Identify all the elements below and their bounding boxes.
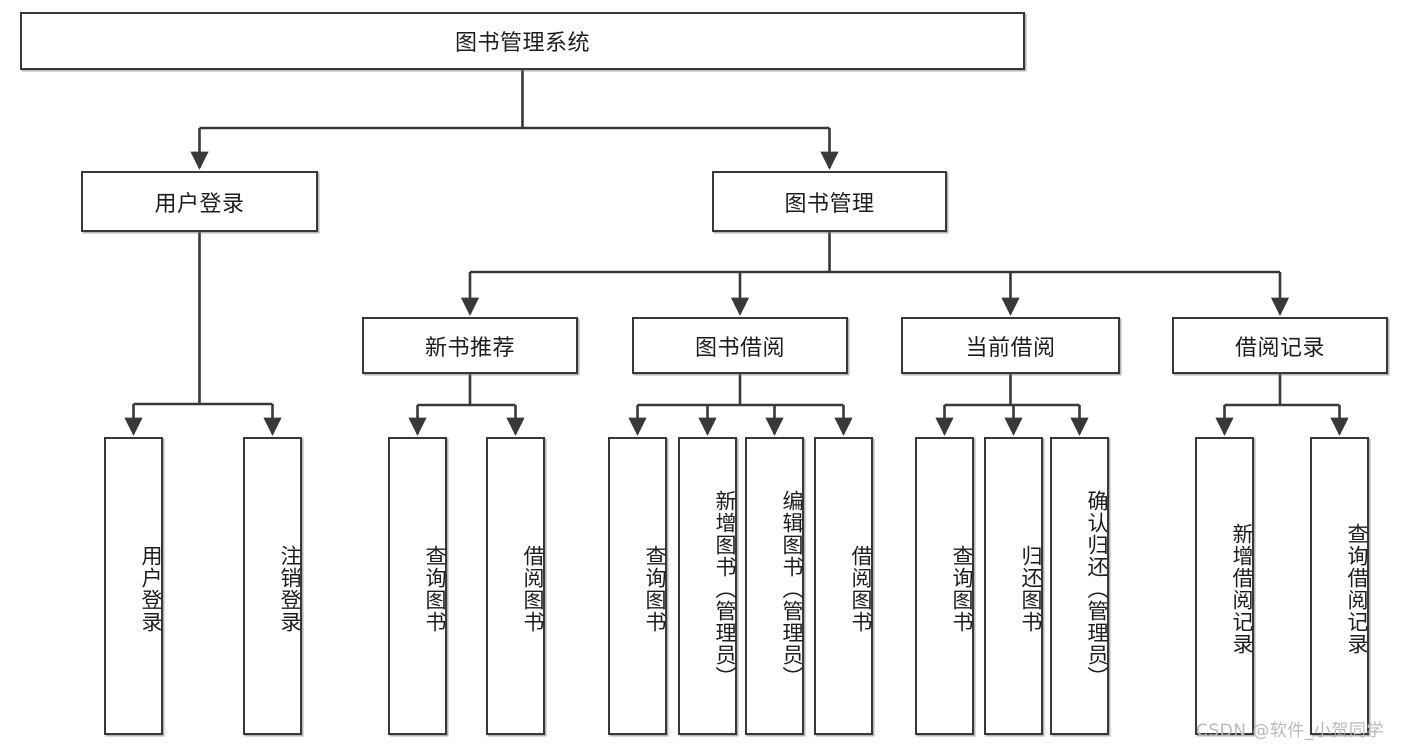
node-label: 借阅图书	[521, 545, 545, 633]
node-label: 确认归还（管理员）	[1085, 490, 1109, 688]
leaf-node-leaf-edit-book[interactable]: 编辑图书（管理员）	[745, 437, 804, 735]
branch-node-borrow-record[interactable]: 借阅记录	[1172, 317, 1388, 374]
node-label: 用户登录	[154, 191, 245, 217]
node-label: 图书管理系统	[454, 31, 590, 56]
branch-node-new-book-rec[interactable]: 新书推荐	[362, 317, 578, 374]
leaf-node-leaf-confirm-return[interactable]: 确认归还（管理员）	[1050, 437, 1109, 735]
leaf-node-leaf-query-book-rec[interactable]: 查询图书	[388, 437, 447, 735]
node-label: 查询图书	[950, 545, 974, 633]
leaf-node-leaf-query-book-cur[interactable]: 查询图书	[915, 437, 974, 735]
node-label: 归还图书	[1019, 545, 1043, 633]
node-label: 新增图书（管理员）	[713, 490, 737, 688]
node-label: 图书管理	[784, 191, 875, 217]
node-label: 图书借阅	[694, 335, 785, 361]
node-label: 编辑图书（管理员）	[780, 490, 804, 688]
leaf-node-leaf-add-record[interactable]: 新增借阅记录	[1195, 437, 1254, 735]
leaf-node-leaf-query-book-borrow[interactable]: 查询图书	[608, 437, 667, 735]
branch-node-current-borrow[interactable]: 当前借阅	[901, 317, 1120, 374]
node-label: 查询图书	[643, 545, 667, 633]
csdn-watermark: CSDN @软件_小贺同学	[1196, 721, 1384, 741]
node-label: 查询借阅记录	[1345, 523, 1369, 655]
leaf-node-leaf-add-book[interactable]: 新增图书（管理员）	[678, 437, 737, 735]
node-label: 当前借阅	[965, 335, 1056, 361]
leaf-node-leaf-query-record[interactable]: 查询借阅记录	[1310, 437, 1369, 735]
leaf-node-leaf-borrow-book[interactable]: 借阅图书	[814, 437, 873, 735]
node-label: 借阅图书	[849, 545, 873, 633]
node-label: 用户登录	[139, 545, 163, 633]
node-label: 新书推荐	[424, 335, 515, 361]
branch-node-book-manage[interactable]: 图书管理	[712, 171, 947, 232]
node-label: 注销登录	[278, 545, 302, 633]
branch-node-user-login[interactable]: 用户登录	[81, 171, 318, 232]
leaf-node-leaf-return-book[interactable]: 归还图书	[984, 437, 1043, 735]
node-label: 借阅记录	[1234, 335, 1325, 361]
root-node-root[interactable]: 图书管理系统	[20, 12, 1025, 70]
leaf-node-leaf-user-login[interactable]: 用户登录	[104, 437, 163, 735]
leaf-node-leaf-user-logout[interactable]: 注销登录	[243, 437, 302, 735]
branch-node-book-borrow[interactable]: 图书借阅	[632, 317, 848, 374]
node-label: 新增借阅记录	[1230, 523, 1254, 655]
node-label: 查询图书	[423, 545, 447, 633]
leaf-node-leaf-borrow-book-rec[interactable]: 借阅图书	[486, 437, 545, 735]
